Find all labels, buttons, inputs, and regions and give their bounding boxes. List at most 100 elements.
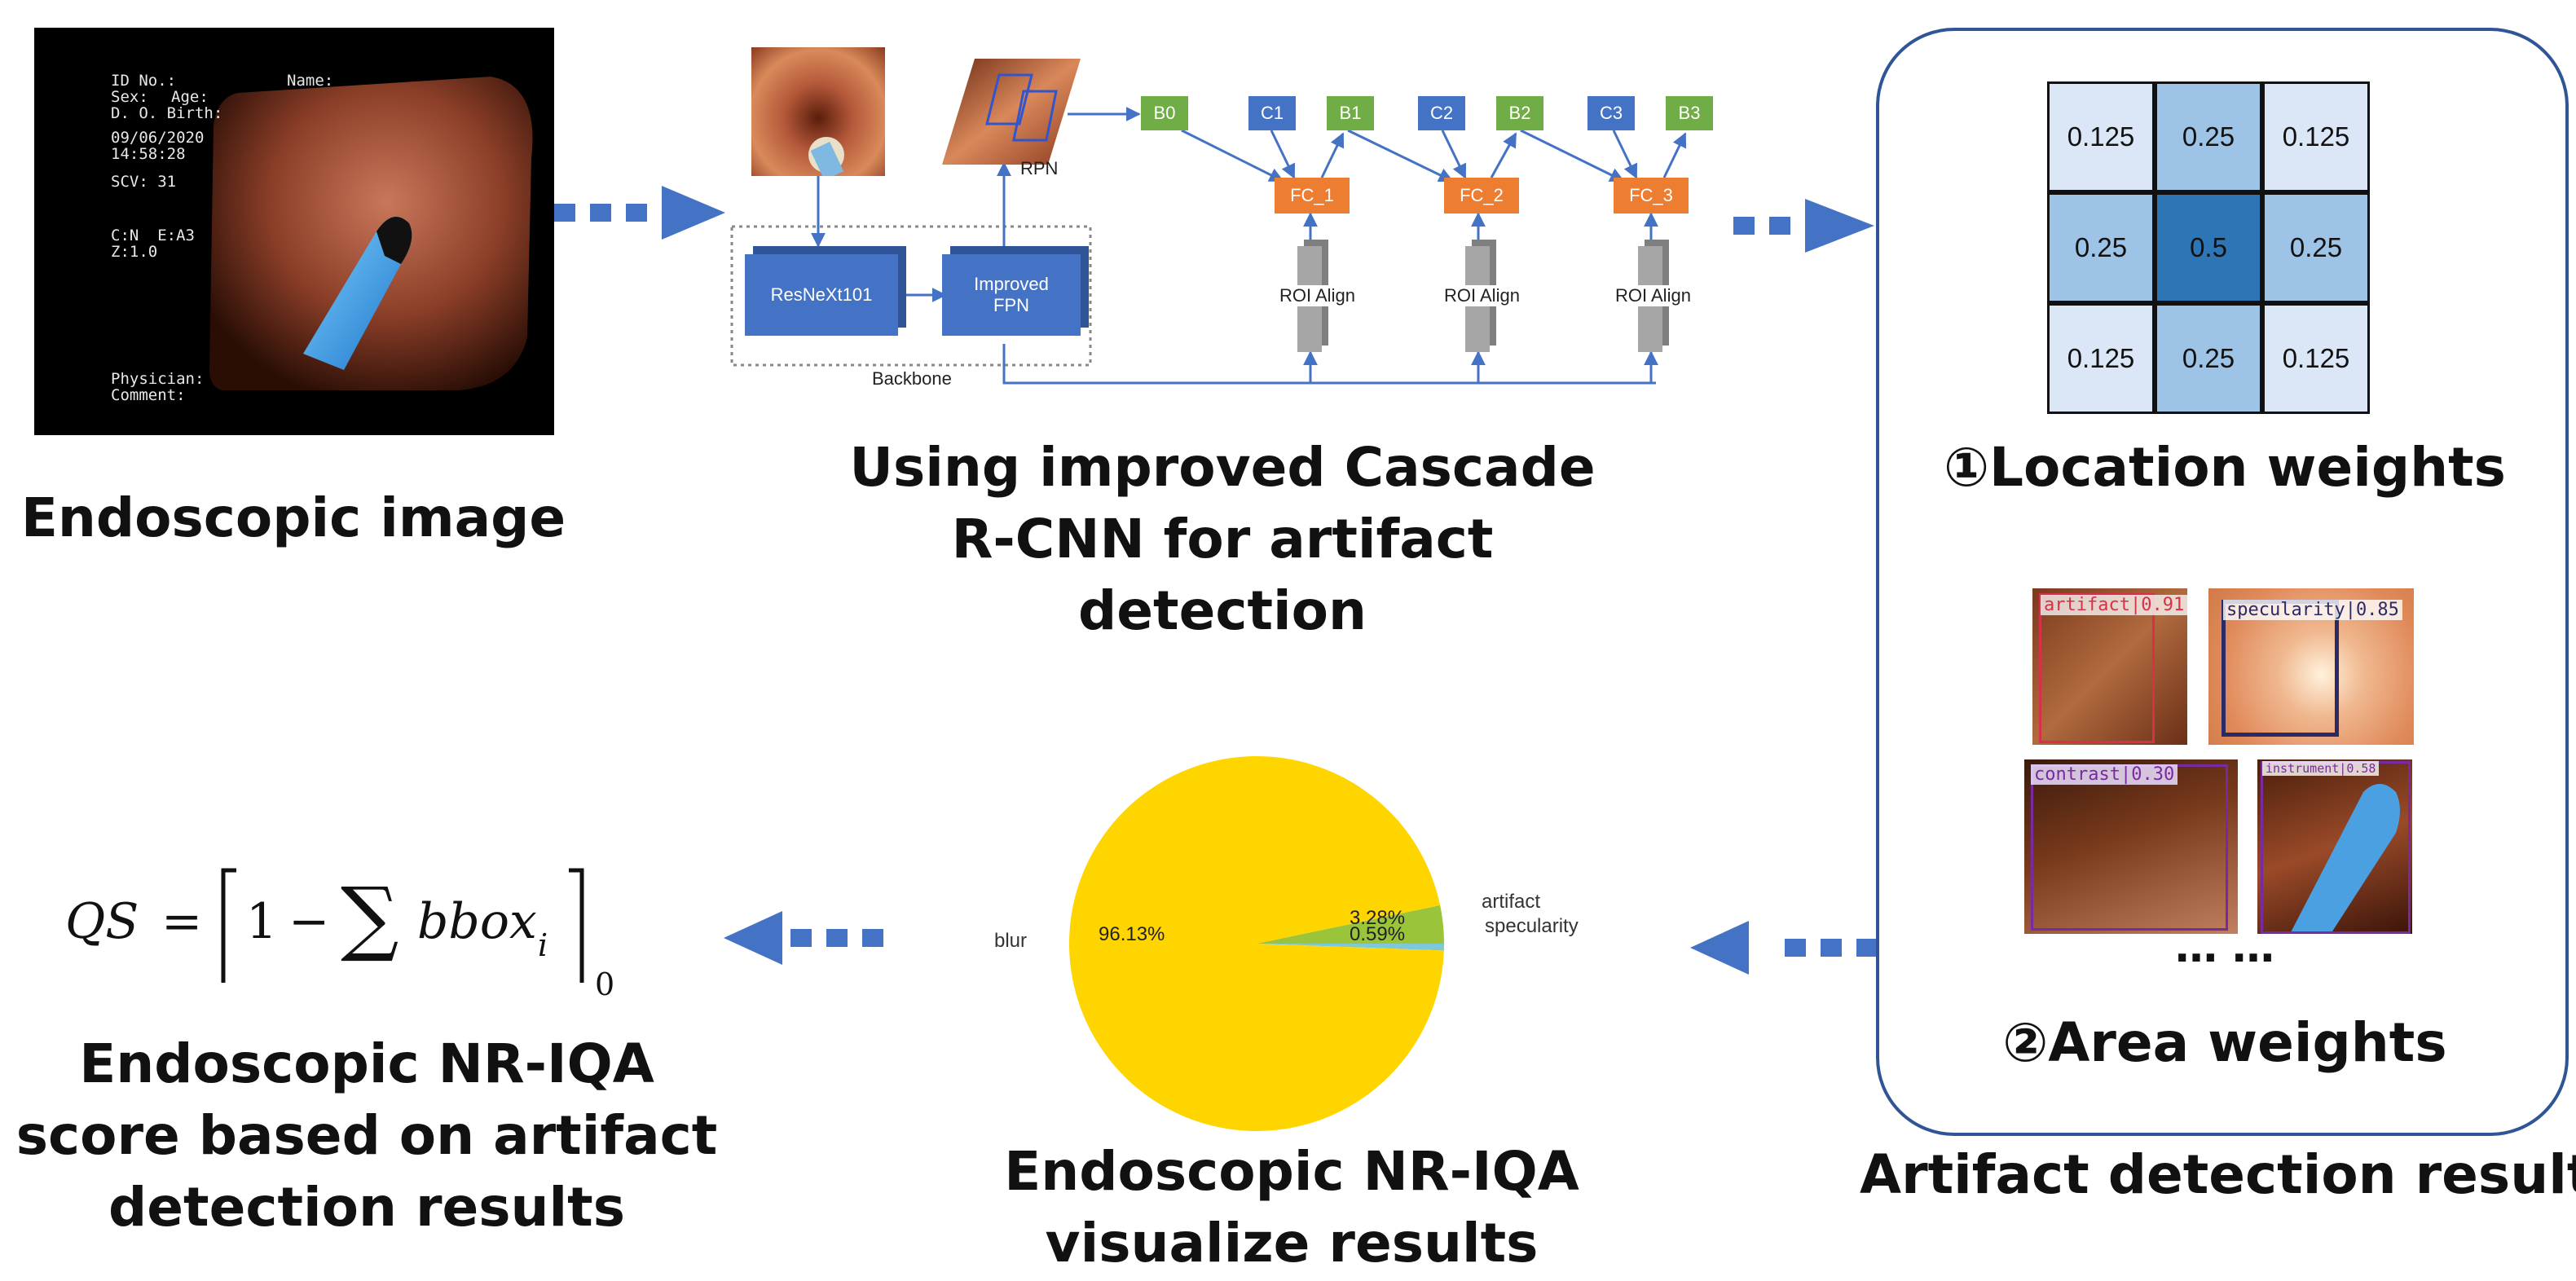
floor-right-bracket: [569, 868, 584, 983]
weight-cell: 0.5: [2155, 192, 2262, 303]
formula-one: 1: [246, 893, 278, 950]
fpn-label-line1: Improved: [974, 274, 1049, 294]
pie-slice-blur: [1069, 756, 1444, 1131]
roi-align-2-label: ROI Align: [1444, 285, 1520, 306]
arrow4-dash: [862, 929, 883, 947]
overlay-sex: Sex:: [111, 88, 148, 106]
backbone-box: [730, 225, 1092, 367]
node-c1-label: C1: [1260, 103, 1284, 123]
weight-cell: 0.25: [2155, 303, 2262, 414]
weight-cell: 0.125: [2262, 81, 2370, 192]
node-c1: C1: [1248, 96, 1296, 130]
formula-qs: QS: [65, 893, 139, 950]
visualization-caption: Endoscopic NR-IQA visualize results: [945, 1136, 1638, 1279]
node-c2-label: C2: [1429, 103, 1454, 123]
bbox-contrast: [2031, 764, 2228, 931]
overlay-scv: SCV: 31: [111, 173, 177, 191]
arrow4-dash: [826, 929, 848, 947]
pie-value-blur: 96.13%: [1099, 923, 1165, 945]
detection-thumb-artifact: artifact|0.91: [2032, 588, 2188, 745]
detection-label-instrument: instrument|0.58: [2262, 761, 2380, 776]
node-c3-label: C3: [1599, 103, 1623, 123]
weight-cell: 0.125: [2047, 81, 2155, 192]
cascade-rcnn-diagram: RPN ResNeXt101 Improved FPN Backbone B0 …: [717, 33, 1720, 407]
weight-cell: 0.25: [2262, 192, 2370, 303]
formula-subscript-i: i: [538, 927, 548, 963]
overlay-name: Name:: [287, 72, 334, 90]
formula-floor-sub: 0: [595, 966, 615, 1002]
detection-label-specularity: specularity|0.85: [2223, 600, 2402, 620]
node-fc3: FC_3: [1614, 178, 1689, 214]
overlay-zoom: Z:1.0: [111, 243, 158, 261]
arrow3-dash: [1785, 939, 1806, 957]
arrow1-dash: [626, 204, 647, 222]
resnext-label: ResNeXt101: [770, 284, 873, 305]
detection-label-contrast: contrast|0.30: [2031, 764, 2178, 785]
arrow2-dash: [1769, 217, 1790, 235]
overlay-cn: C:N E:A3: [111, 227, 195, 244]
improved-fpn-block: Improved FPN: [942, 254, 1081, 336]
arrow1-head: [662, 186, 725, 240]
overlay-dob: D. O. Birth:: [111, 104, 223, 122]
overlay-date: 09/06/2020: [111, 129, 205, 147]
arrow4-dash: [790, 929, 812, 947]
fpn-label-line2: FPN: [993, 295, 1029, 315]
score-caption-text: Endoscopic NR-IQA score based on artifac…: [15, 1032, 718, 1239]
input-thumbnail: [751, 47, 885, 181]
detection-label-artifact: artifact|0.91: [2041, 595, 2188, 615]
node-b2-label: B2: [1508, 103, 1531, 123]
area-weights-ellipsis: … …: [2174, 923, 2275, 972]
arrow1-dash: [554, 204, 575, 222]
node-b0-label: B0: [1153, 103, 1176, 123]
node-b2: B2: [1496, 96, 1543, 130]
endoscopic-image-caption: Endoscopic image: [20, 486, 566, 549]
backbone-label: Backbone: [872, 368, 952, 389]
overlay-physician: Physician:: [111, 370, 205, 388]
score-caption: Endoscopic NR-IQA score based on artifac…: [0, 1028, 733, 1244]
visualization-caption-text: Endoscopic NR-IQA visualize results: [1004, 1140, 1579, 1274]
network-caption-text: Using improved Cascade R-CNN for artifac…: [849, 436, 1596, 642]
pie-slice-artifact: [1257, 905, 1444, 944]
location-weights-grid: 0.125 0.25 0.125 0.25 0.5 0.25 0.125 0.2…: [2047, 81, 2370, 414]
resnext-block: ResNeXt101: [745, 254, 898, 336]
overlay-comment: Comment:: [111, 386, 186, 404]
node-b1-label: B1: [1339, 103, 1362, 123]
pie-legend-blur: blur: [994, 930, 1027, 952]
area-weights-label: ②Area weights: [2002, 1011, 2447, 1074]
arrow1-dash: [590, 204, 611, 222]
formula-equals: =: [161, 893, 203, 950]
weight-cell: 0.25: [2155, 81, 2262, 192]
weight-cell: 0.25: [2047, 192, 2155, 303]
rpn-thumbnail: [942, 59, 1081, 165]
node-c2: C2: [1418, 96, 1465, 130]
bbox-specularity: [2222, 600, 2339, 737]
bbox-artifact: [2039, 593, 2155, 743]
node-b0: B0: [1141, 96, 1188, 130]
rpn-label: RPN: [1020, 158, 1059, 178]
formula-bbox: bbox: [417, 893, 537, 950]
endoscopic-image: ID No.: Name: Sex: Age: D. O. Birth: 09/…: [34, 28, 554, 435]
roi-align-1-label: ROI Align: [1279, 285, 1355, 306]
arrow3-dash: [1821, 939, 1842, 957]
results-panel: [1876, 28, 2569, 1136]
detection-thumb-contrast: contrast|0.30: [2024, 759, 2238, 934]
weight-cell: 0.125: [2262, 303, 2370, 414]
pie-value-artifact: 3.28%: [1350, 907, 1405, 929]
network-caption: Using improved Cascade R-CNN for artifac…: [823, 432, 1622, 647]
detection-thumb-instrument: instrument|0.58: [2257, 759, 2412, 934]
formula-sum: ∑: [341, 869, 399, 965]
network-connectors: [730, 107, 1687, 385]
arrow3-head: [1690, 921, 1749, 975]
floor-left-bracket: [221, 868, 236, 983]
overlay-id-no: ID No.:: [111, 72, 177, 90]
qs-formula: QS = 1 − ∑ bbox i 0: [65, 859, 652, 1014]
node-fc2-label: FC_2: [1460, 185, 1504, 205]
results-panel-caption: Artifact detection results: [1860, 1143, 2576, 1206]
location-weights-label: ①Location weights: [1944, 436, 2506, 499]
arrow2-dash: [1733, 217, 1755, 235]
node-c3: C3: [1587, 96, 1635, 130]
iqa-pie-chart: blur 96.13% 3.28% 0.59% artifact specula…: [994, 756, 1579, 1131]
arrow3-dash: [1856, 939, 1878, 957]
node-b3-label: B3: [1678, 103, 1701, 123]
node-b1: B1: [1327, 96, 1374, 130]
